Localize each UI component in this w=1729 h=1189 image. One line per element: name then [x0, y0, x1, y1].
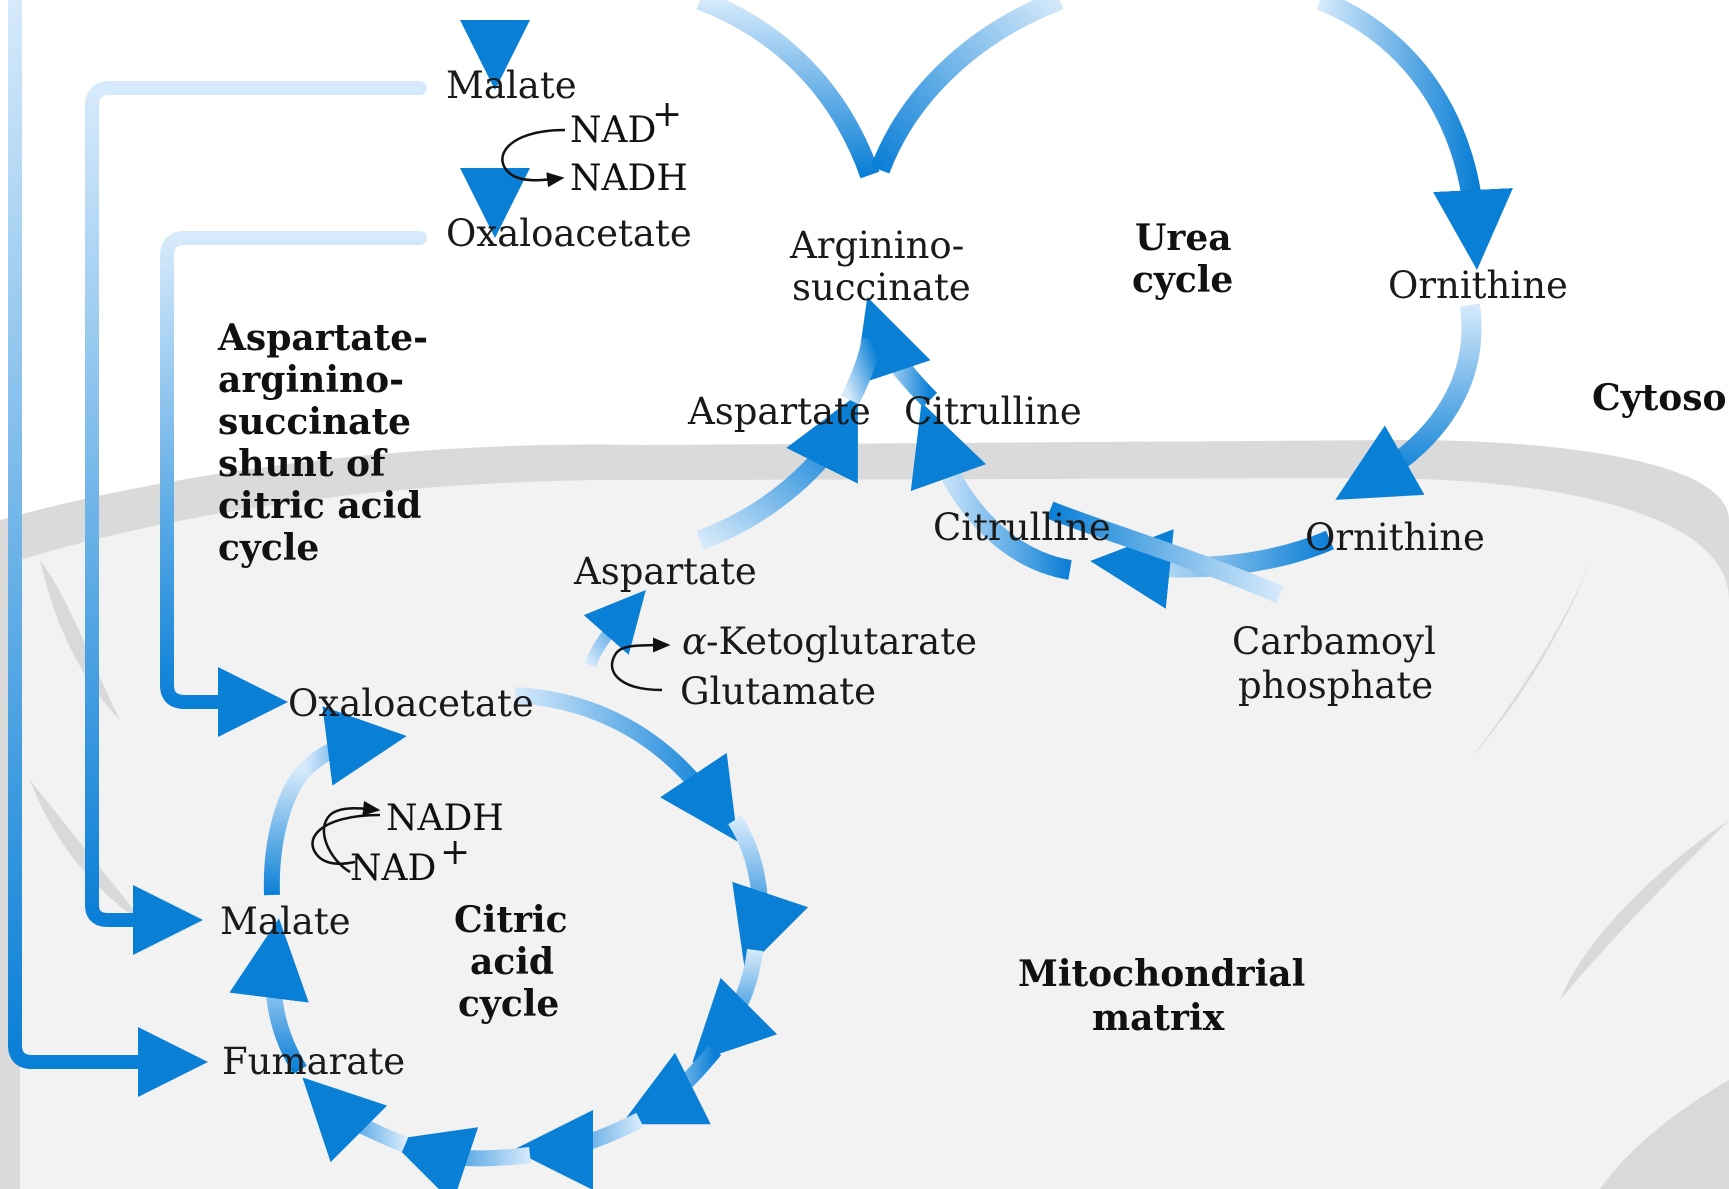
label-urea-cycle-1: Urea [1135, 217, 1232, 259]
label-citric-3: cycle [458, 983, 559, 1025]
label-carbamoyl-2: phosphate [1238, 664, 1433, 707]
label-shunt-6: cycle [218, 527, 319, 569]
label-malate-mito: Malate [220, 900, 351, 943]
label-ketoglutarate: -Ketoglutarate [706, 620, 977, 663]
citric-acid-cycle-arrows [229, 687, 809, 1189]
transamination-arrows [583, 590, 671, 692]
label-nad-plus-sup-mito: + [440, 832, 470, 873]
label-argininosuccinate-1: Arginino- [789, 224, 964, 267]
label-nadh-mito: NADH [386, 798, 504, 839]
label-argininosuccinate-2: succinate [792, 266, 971, 309]
label-aspartate-cytosol: Aspartate [687, 390, 871, 433]
label-citric-2: acid [470, 941, 554, 983]
label-ornithine-cytosol: Ornithine [1388, 264, 1568, 307]
shunt-connectors [8, 0, 427, 1097]
label-mito-2: matrix [1092, 997, 1225, 1039]
label-shunt-4: shunt of [218, 443, 388, 485]
label-shunt-5: citric acid [218, 485, 421, 527]
label-citric-1: Citric [454, 899, 568, 941]
mitochondrion [0, 440, 1729, 1189]
label-shunt-3: succinate [218, 401, 411, 443]
label-oxaloacetate-cytosol: Oxaloacetate [446, 212, 692, 255]
label-fumarate: Fumarate [222, 1040, 405, 1083]
label-alpha: α [682, 620, 707, 663]
label-shunt-1: Aspartate- [217, 317, 428, 359]
label-aspartate-mito: Aspartate [573, 550, 757, 593]
urea-cycle-arrows [696, 0, 1513, 609]
label-ornithine-mito: Ornithine [1305, 516, 1485, 559]
label-mito-1: Mitochondrial [1018, 953, 1305, 995]
label-cytosol: Cytoso [1592, 377, 1727, 419]
label-urea-cycle-2: cycle [1132, 259, 1233, 301]
label-nad-plus-mito: NAD [350, 848, 436, 889]
label-glutamate: Glutamate [680, 670, 876, 713]
label-nadh-cytosol: NADH [570, 158, 688, 199]
label-malate-cytosol: Malate [446, 64, 577, 107]
label-citrulline-mito: Citrulline [933, 506, 1111, 549]
label-nad-plus-cytosol: NAD [570, 110, 656, 151]
label-shunt-2: arginino- [218, 359, 404, 401]
label-nad-plus-sup-cytosol: + [652, 94, 682, 135]
label-citrulline-cytosol: Citrulline [904, 390, 1082, 433]
cytosolic-malate-arrows [460, 0, 566, 238]
label-oxaloacetate-mito: Oxaloacetate [288, 682, 534, 725]
label-carbamoyl-1: Carbamoyl [1232, 620, 1436, 663]
labels: Malate NAD + NADH Oxaloacetate Arginino-… [217, 64, 1727, 1083]
